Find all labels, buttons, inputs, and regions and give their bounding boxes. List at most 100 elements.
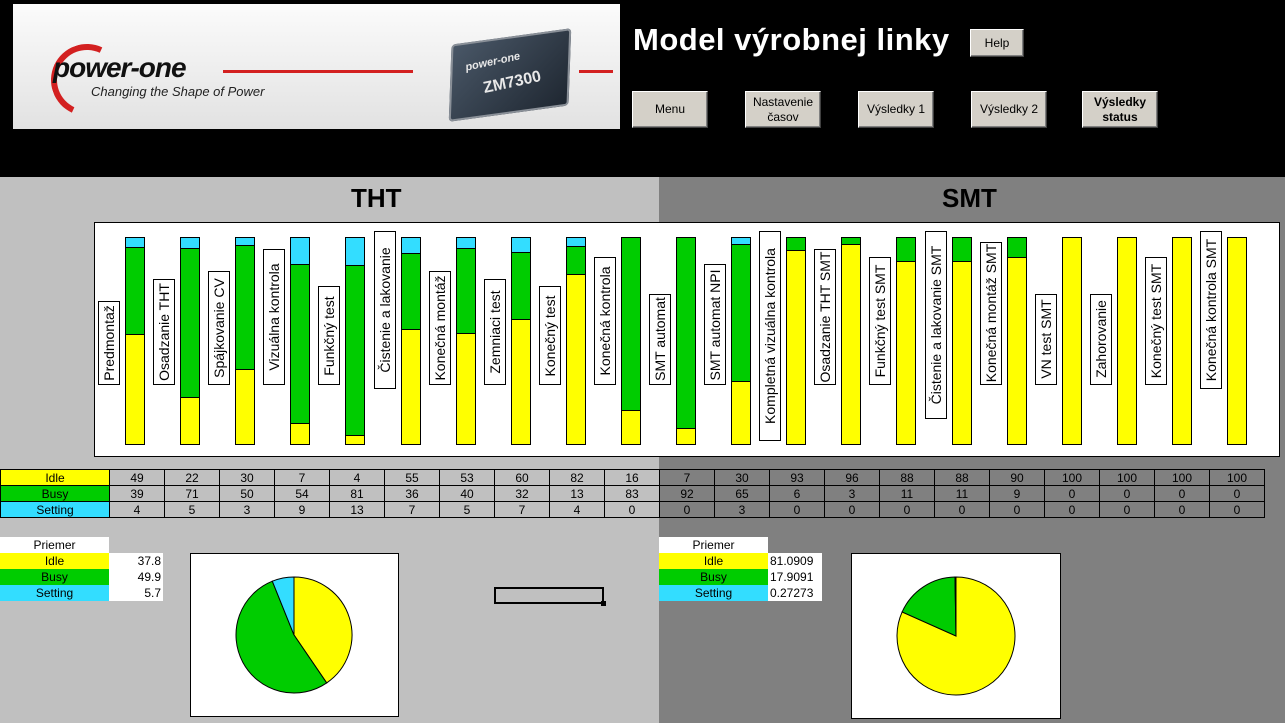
station-bar	[510, 237, 531, 445]
table-cell[interactable]: 11	[879, 485, 935, 502]
bar-segment-idle	[842, 245, 861, 444]
table-cell[interactable]: 0	[934, 501, 990, 518]
table-cell[interactable]: 49	[109, 469, 165, 486]
table-cell[interactable]: 30	[714, 469, 770, 486]
table-cell[interactable]: 30	[219, 469, 275, 486]
table-cell[interactable]: 5	[439, 501, 495, 518]
table-cell[interactable]: 65	[714, 485, 770, 502]
table-cell[interactable]: 3	[714, 501, 770, 518]
average-value-busy: 17.9091	[768, 569, 822, 585]
bar-segment-busy	[181, 249, 200, 399]
table-cell[interactable]: 40	[439, 485, 495, 502]
table-cell[interactable]: 0	[989, 501, 1045, 518]
table-cell[interactable]: 0	[1209, 501, 1265, 518]
bar-segment-busy	[511, 253, 530, 321]
row-label-setting: Setting	[0, 501, 110, 518]
table-cell[interactable]: 100	[1044, 469, 1100, 486]
table-cell[interactable]: 0	[824, 501, 880, 518]
table-cell[interactable]: 93	[769, 469, 825, 486]
table-cell[interactable]: 16	[604, 469, 660, 486]
table-cell[interactable]: 92	[659, 485, 715, 502]
table-cell[interactable]: 36	[384, 485, 440, 502]
table-cell[interactable]: 100	[1099, 469, 1155, 486]
station-bar	[1227, 237, 1247, 445]
table-cell[interactable]: 22	[164, 469, 220, 486]
table-cell[interactable]: 88	[934, 469, 990, 486]
table-cell[interactable]: 0	[769, 501, 825, 518]
station-label-text: SMT automat NPI	[707, 268, 724, 381]
bar-segment-setting	[401, 238, 420, 254]
table-cell[interactable]: 4	[109, 501, 165, 518]
button-label: Nastavenie	[752, 94, 814, 109]
table-cell[interactable]: 100	[1209, 469, 1265, 486]
table-cell[interactable]: 13	[549, 485, 605, 502]
vysledky-2-button[interactable]: Výsledky 2	[971, 91, 1047, 128]
table-cell[interactable]: 9	[274, 501, 330, 518]
station-label: Konečný test	[538, 286, 561, 385]
table-cell[interactable]: 39	[109, 485, 165, 502]
average-header: Priemer	[659, 537, 768, 553]
table-cell[interactable]: 7	[659, 469, 715, 486]
table-cell[interactable]: 71	[164, 485, 220, 502]
table-cell[interactable]: 0	[659, 501, 715, 518]
pie-slice-busy	[235, 580, 328, 694]
table-cell[interactable]: 88	[879, 469, 935, 486]
table-cell[interactable]: 0	[1154, 501, 1210, 518]
bar-segment-setting	[126, 238, 144, 248]
bar-segment-setting	[566, 238, 585, 248]
station-label-text: Čistenie a lakovanie	[376, 247, 393, 373]
table-cell[interactable]: 4	[329, 469, 385, 486]
help-button[interactable]: Help	[970, 29, 1024, 57]
page-title: Model výrobnej linky	[633, 22, 950, 57]
menu-button[interactable]: Menu	[632, 91, 708, 128]
nastavenie-casov-button[interactable]: Nastavenie časov	[745, 91, 821, 128]
table-cell[interactable]: 7	[384, 501, 440, 518]
table-cell[interactable]: 81	[329, 485, 385, 502]
table-cell[interactable]: 50	[219, 485, 275, 502]
table-cell[interactable]: 4	[549, 501, 605, 518]
table-cell[interactable]: 0	[604, 501, 660, 518]
table-cell[interactable]: 55	[384, 469, 440, 486]
table-cell[interactable]: 100	[1154, 469, 1210, 486]
vysledky-status-button[interactable]: Výsledky status	[1082, 91, 1158, 128]
table-cell[interactable]: 0	[1154, 485, 1210, 502]
table-cell[interactable]: 6	[769, 485, 825, 502]
table-cell[interactable]: 11	[934, 485, 990, 502]
table-cell[interactable]: 82	[549, 469, 605, 486]
table-cell[interactable]: 32	[494, 485, 550, 502]
table-cell[interactable]: 0	[1044, 501, 1100, 518]
table-cell[interactable]: 0	[1099, 501, 1155, 518]
bar-segment-setting	[511, 238, 530, 254]
table-cell[interactable]: 7	[274, 469, 330, 486]
station-bar	[125, 237, 145, 445]
table-cell[interactable]: 9	[989, 485, 1045, 502]
average-value-idle: 37.8	[109, 553, 163, 569]
table-cell[interactable]: 90	[989, 469, 1045, 486]
station-label: VN test SMT	[1034, 293, 1057, 385]
bar-segment-setting	[346, 238, 365, 267]
station-label-text: Osadzanie THT	[156, 283, 173, 381]
table-cell[interactable]: 0	[1099, 485, 1155, 502]
table-cell[interactable]: 53	[439, 469, 495, 486]
bar-segment-idle	[346, 435, 365, 444]
table-cell[interactable]: 0	[1044, 485, 1100, 502]
vysledky-1-button[interactable]: Výsledky 1	[858, 91, 934, 128]
station-bar	[1116, 237, 1137, 445]
table-cell[interactable]: 60	[494, 469, 550, 486]
table-cell[interactable]: 83	[604, 485, 660, 502]
table-cell[interactable]: 96	[824, 469, 880, 486]
table-cell[interactable]: 13	[329, 501, 385, 518]
table-cell[interactable]: 3	[824, 485, 880, 502]
station-bar	[400, 237, 421, 445]
table-cell[interactable]: 5	[164, 501, 220, 518]
table-cell[interactable]: 3	[219, 501, 275, 518]
station-bar	[565, 237, 586, 445]
table-cell[interactable]: 0	[879, 501, 935, 518]
table-cell[interactable]: 54	[274, 485, 330, 502]
station-label-text: SMT automat	[652, 297, 668, 382]
table-cell[interactable]: 0	[1209, 485, 1265, 502]
table-cell[interactable]: 7	[494, 501, 550, 518]
selected-cell[interactable]	[494, 587, 606, 606]
